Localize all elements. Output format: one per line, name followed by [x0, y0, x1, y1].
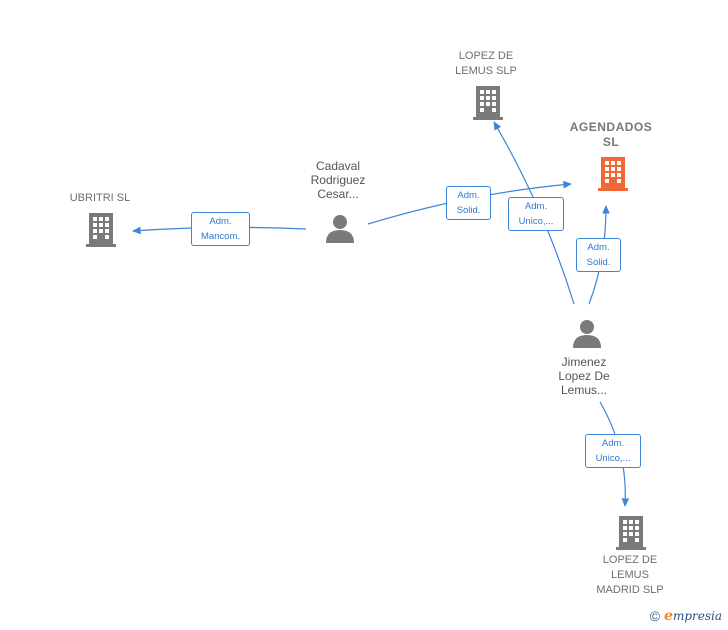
building-icon[interactable] — [597, 155, 629, 191]
relation-adm-mancom[interactable]: Adm. Mancom. — [191, 212, 250, 246]
person-icon[interactable] — [324, 212, 356, 244]
person-icon[interactable] — [571, 317, 603, 349]
building-icon[interactable] — [615, 514, 647, 550]
copyright-footer: © empresia — [650, 608, 722, 624]
empresia-logo[interactable]: empresia — [664, 608, 722, 624]
relation-adm-solid[interactable]: Adm. Solid. — [576, 238, 621, 272]
agendados-sl-label[interactable]: AGENDADOS SL — [569, 120, 653, 149]
jimenez-label[interactable]: Jimenez Lopez De Lemus... — [558, 355, 610, 397]
lopez-de-lemus-madrid-slp-label[interactable]: LOPEZ DE LEMUS MADRID SLP — [596, 554, 664, 596]
cadaval-label[interactable]: Cadaval Rodriguez Cesar... — [310, 159, 366, 201]
lopez-de-lemus-slp-label[interactable]: LOPEZ DE LEMUS SLP — [455, 50, 517, 77]
relation-adm-unico[interactable]: Adm. Unico,... — [585, 434, 641, 468]
relation-adm-solid[interactable]: Adm. Solid. — [446, 186, 491, 220]
relation-adm-unico[interactable]: Adm. Unico,... — [508, 197, 564, 231]
building-icon[interactable] — [472, 84, 504, 120]
copyright-icon: © — [649, 608, 661, 624]
ubritri-sl-label[interactable]: UBRITRI SL — [69, 192, 131, 204]
building-icon[interactable] — [85, 211, 117, 247]
